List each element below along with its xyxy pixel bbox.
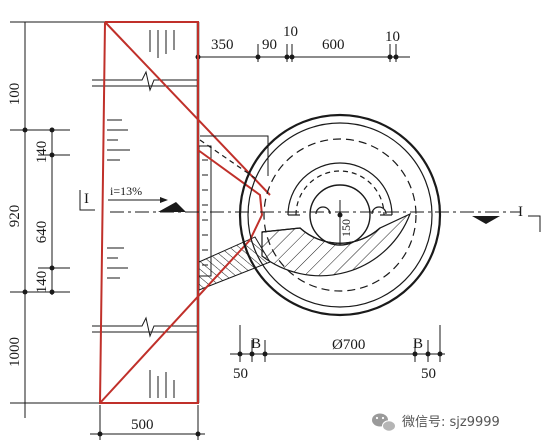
- base-tick-right: [195, 431, 201, 437]
- dim-diameter-700: Ø700: [332, 337, 365, 353]
- bottom-dimension-ticks: [237, 351, 443, 357]
- hatched-bottom-fill: [261, 212, 412, 277]
- dim-top-100: 100: [7, 83, 23, 106]
- hatched-bracket: [198, 236, 271, 291]
- section-mark-left: I: [84, 191, 89, 207]
- dim-lower-140: 140: [34, 271, 50, 294]
- boundary-line: [200, 135, 269, 176]
- dim-total-920: 920: [7, 205, 23, 228]
- base-tick-left: [97, 431, 103, 437]
- dim-50-left: 50: [233, 366, 248, 382]
- watermark: 微信号: sjz9999: [372, 413, 500, 432]
- dim-middle-640: 640: [34, 221, 50, 244]
- dim-10-right: 10: [385, 29, 400, 45]
- left-dimension-chain: [10, 21, 105, 418]
- section-mark-left-bracket: [79, 190, 95, 211]
- dim-10-left: 10: [283, 24, 298, 40]
- dim-base-500: 500: [131, 417, 154, 433]
- dim-350: 350: [211, 37, 234, 53]
- left-level-marker: [158, 202, 186, 212]
- pipe-dim-tick: [337, 212, 343, 218]
- dim-600: 600: [322, 37, 345, 53]
- wechat-icon: [372, 413, 396, 432]
- watermark-text: 微信号: sjz9999: [402, 415, 500, 430]
- dim-90: 90: [262, 37, 277, 53]
- pipe-dim-150: 150: [339, 219, 353, 237]
- red-outline: [98, 21, 271, 404]
- circular-well: [238, 113, 442, 317]
- brick-marks: [202, 159, 208, 266]
- wall-brick-column: [198, 145, 212, 277]
- slope-arrow-head: [160, 197, 168, 203]
- dim-b-left: B: [251, 336, 261, 352]
- section-mark-right-bracket: [528, 215, 541, 232]
- dim-upper-140: 140: [34, 141, 50, 164]
- left-dimension-ticks: [22, 127, 55, 295]
- section-mark-right: I: [518, 204, 523, 220]
- dashed-guide: [199, 139, 256, 179]
- right-level-marker: [472, 216, 500, 224]
- inner-channel: [261, 227, 381, 244]
- wall-texture-marks: [92, 30, 198, 398]
- slope-label: i=13%: [110, 184, 142, 198]
- dim-bottom-1000: 1000: [7, 337, 23, 367]
- dim-b-right: B: [413, 336, 423, 352]
- dim-50-right: 50: [421, 366, 436, 382]
